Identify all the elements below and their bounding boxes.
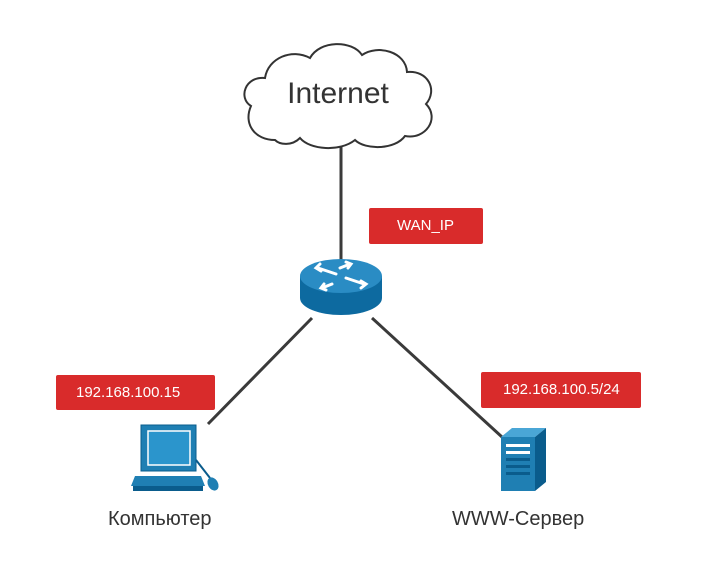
- computer-ip-tag: 192.168.100.15: [56, 375, 215, 410]
- server-ip-tag: 192.168.100.5/24: [481, 372, 641, 408]
- router-icon: [300, 259, 382, 315]
- internet-label: Internet: [287, 77, 389, 110]
- link-router-computer: [206, 316, 314, 426]
- server-label: WWW-Сервер: [452, 508, 585, 530]
- computer-icon: [131, 424, 219, 491]
- link-router-server: [370, 316, 504, 439]
- server-icon: [501, 428, 546, 491]
- computer-label: Компьютер: [108, 508, 212, 530]
- cloud-icon: [243, 43, 433, 150]
- router-wan-ip-tag: WAN_IP: [369, 208, 483, 244]
